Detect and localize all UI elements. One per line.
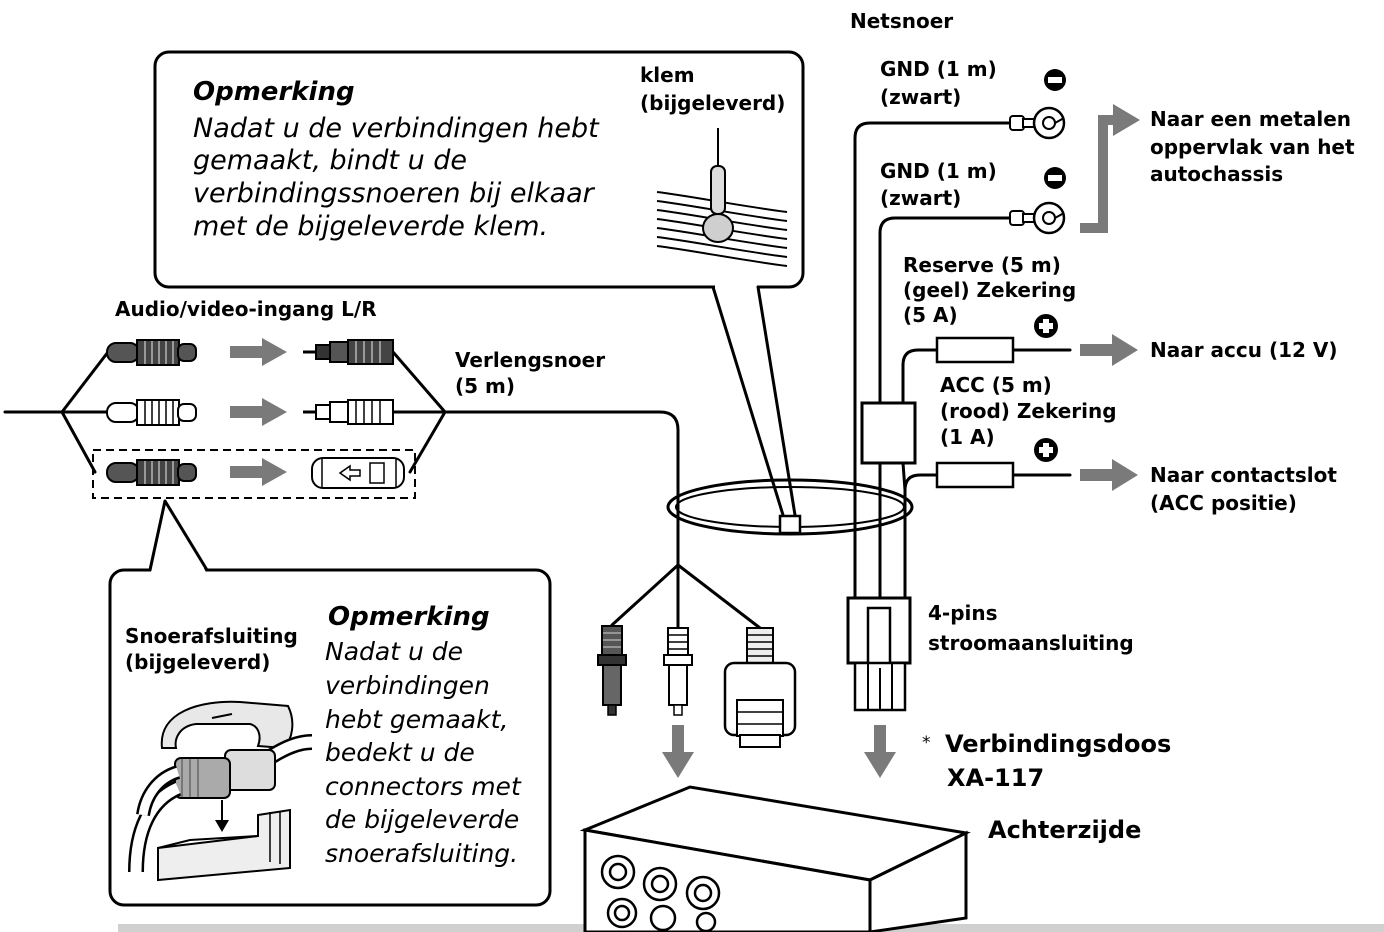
ferrite-label: (bijgeleverd)	[125, 650, 270, 674]
rca-plug-icon	[303, 399, 394, 425]
note-line: Nadat u de verbindingen hebt	[193, 113, 600, 144]
rca-plug-icon	[663, 627, 693, 716]
rca-plug-icon	[106, 339, 197, 366]
power-cord-label: Netsnoer	[850, 9, 953, 33]
note-line: Nadat u de	[325, 637, 463, 666]
junction-box-model: XA-117	[947, 764, 1044, 792]
extension-branches	[610, 563, 762, 630]
note-line: met de bijgeleverde klem.	[193, 211, 548, 242]
extension-cord-wire	[443, 410, 680, 567]
note-line: gemaakt, bindt u de	[193, 145, 467, 176]
ferrite-core-icon	[128, 700, 313, 882]
callout-pointer	[756, 285, 797, 517]
acc-wire	[903, 473, 939, 602]
asterisk-mark: *	[922, 733, 931, 753]
ferrite-label: Snoerafsluiting	[125, 624, 298, 648]
rca-plug-icon	[597, 625, 627, 716]
ring-terminal-icon	[1009, 201, 1066, 235]
callout-gap	[151, 501, 206, 572]
acc-label: (rood) Zekering	[940, 399, 1117, 423]
rear-side-label: Achterzijde	[988, 816, 1141, 844]
note-line: connectors met	[325, 772, 522, 801]
battery-label: Naar accu (12 V)	[1150, 338, 1338, 362]
gnd1-label: GND (1 m)	[880, 57, 997, 81]
plus-icon	[1034, 314, 1058, 338]
clamp-label: klem	[640, 63, 695, 87]
rca-plug-icon	[106, 399, 197, 426]
note-callout-top	[153, 50, 805, 289]
minus-icon	[1044, 167, 1066, 189]
rca-plug-icon	[106, 459, 197, 486]
four-pin-connector	[846, 596, 912, 712]
fuse-icon	[935, 461, 1015, 489]
ignition-label: Naar contactslot	[1150, 463, 1337, 487]
arrow-down-icon	[864, 725, 896, 778]
gnd1-wire	[853, 121, 1014, 602]
note-line: de bijgeleverde	[325, 805, 519, 834]
reserve-label: (geel) Zekering	[903, 278, 1076, 302]
gnd2-color: (zwart)	[880, 186, 961, 210]
junction-box-name: Verbindingsdoos	[945, 730, 1171, 758]
arrow-right-icon	[1080, 104, 1140, 233]
dashed-highlight-box	[92, 449, 416, 499]
extension-label: Verlengsnoer	[455, 348, 605, 372]
av-input-wires	[3, 350, 680, 567]
note-line: bedekt u de	[325, 738, 475, 767]
arrow-right-icon	[230, 458, 287, 486]
ignition-label: (ACC positie)	[1150, 491, 1297, 515]
chassis-label: autochassis	[1150, 162, 1283, 186]
note-title: Opmerking	[193, 77, 355, 107]
chassis-label: Naar een metalen	[1150, 107, 1351, 131]
reserve-label: Reserve (5 m)	[903, 253, 1061, 277]
gnd2-wire	[878, 216, 1014, 406]
reserve-wire	[901, 348, 939, 406]
cable-clamp-icon	[656, 128, 788, 267]
reserve-wire-lower	[901, 461, 907, 492]
wire-junction-block	[860, 401, 917, 465]
chassis-label: oppervlak van het	[1150, 135, 1355, 159]
arrow-right-icon	[1080, 334, 1138, 366]
gnd2-label: GND (1 m)	[880, 159, 997, 183]
extension-label: (5 m)	[455, 374, 515, 398]
reserve-label: (5 A)	[903, 303, 958, 327]
note-line: verbindingen	[325, 671, 490, 700]
video-connector-icon	[723, 627, 797, 748]
arrow-right-icon	[230, 398, 287, 426]
ferrite-cover-icon	[311, 457, 405, 489]
note-line: verbindingssnoeren bij elkaar	[193, 178, 596, 209]
arrow-down-icon	[662, 725, 694, 778]
note-title: Opmerking	[328, 602, 490, 632]
rca-plug-icon	[303, 339, 394, 365]
note-line: hebt gemaakt,	[325, 705, 508, 734]
pin-connector-label: stroomaansluiting	[928, 631, 1134, 655]
minus-icon	[1044, 69, 1066, 91]
junction-box-icon	[579, 785, 971, 932]
arrow-right-icon	[230, 338, 287, 366]
pin-connector-label: 4-pins	[928, 601, 998, 625]
callout-pointer	[711, 285, 785, 517]
arrow-right-icon	[1080, 459, 1138, 491]
note-line: snoerafsluiting.	[325, 839, 518, 868]
acc-label: (1 A)	[940, 425, 995, 449]
power-cord-wires	[853, 121, 1072, 602]
plus-icon	[1034, 438, 1058, 462]
av-input-label: Audio/video-ingang L/R	[115, 297, 377, 321]
clamp-sublabel: (bijgeleverd)	[640, 91, 785, 115]
callout-pointer	[148, 499, 209, 572]
cable-clamp-icon	[778, 514, 802, 535]
callout-gap	[715, 284, 757, 290]
acc-label: ACC (5 m)	[940, 373, 1052, 397]
fuse-icon	[935, 336, 1015, 364]
gnd1-color: (zwart)	[880, 85, 961, 109]
ring-terminal-icon	[1009, 106, 1066, 140]
